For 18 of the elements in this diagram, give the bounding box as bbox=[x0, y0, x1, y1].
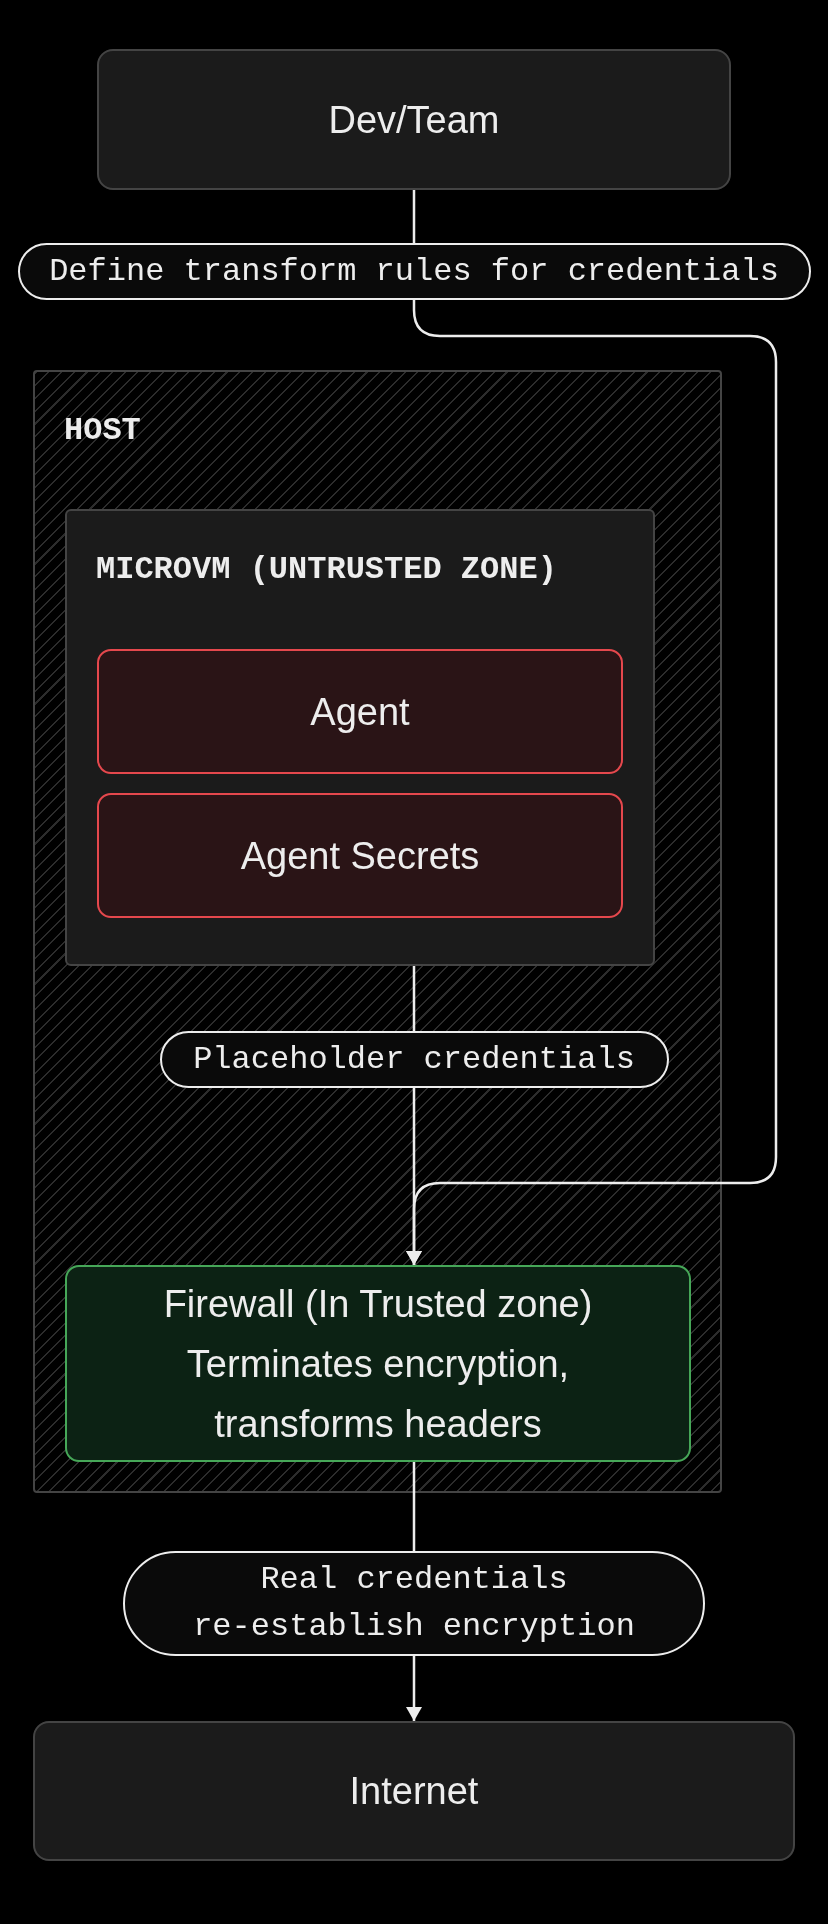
edge-label: Define transform rules for credentials bbox=[17, 242, 811, 300]
component-box bbox=[97, 793, 623, 918]
box-label: Firewall (In Trusted zone) bbox=[163, 1281, 593, 1327]
component-box bbox=[97, 649, 623, 774]
box-label: Agent Secrets bbox=[240, 833, 480, 879]
box-label: Internet bbox=[349, 1769, 479, 1814]
process-box bbox=[97, 49, 731, 190]
process-box bbox=[33, 1721, 795, 1861]
edge-label: Placeholder credentials bbox=[159, 1030, 669, 1088]
gateway-box bbox=[65, 1265, 691, 1462]
zone-panel bbox=[33, 370, 722, 1493]
box-label: Agent bbox=[310, 689, 410, 735]
box-label: Dev/Team bbox=[328, 97, 500, 143]
box-label: Terminates encryption, transforms headers bbox=[185, 1341, 571, 1447]
zone-heading: MICROVM (UNTRUSTED ZONE) bbox=[96, 554, 557, 586]
edge-label: Real credentials re-establish encryption bbox=[123, 1550, 705, 1656]
zone-panel bbox=[65, 509, 655, 966]
zone-heading: HOST bbox=[64, 415, 141, 447]
